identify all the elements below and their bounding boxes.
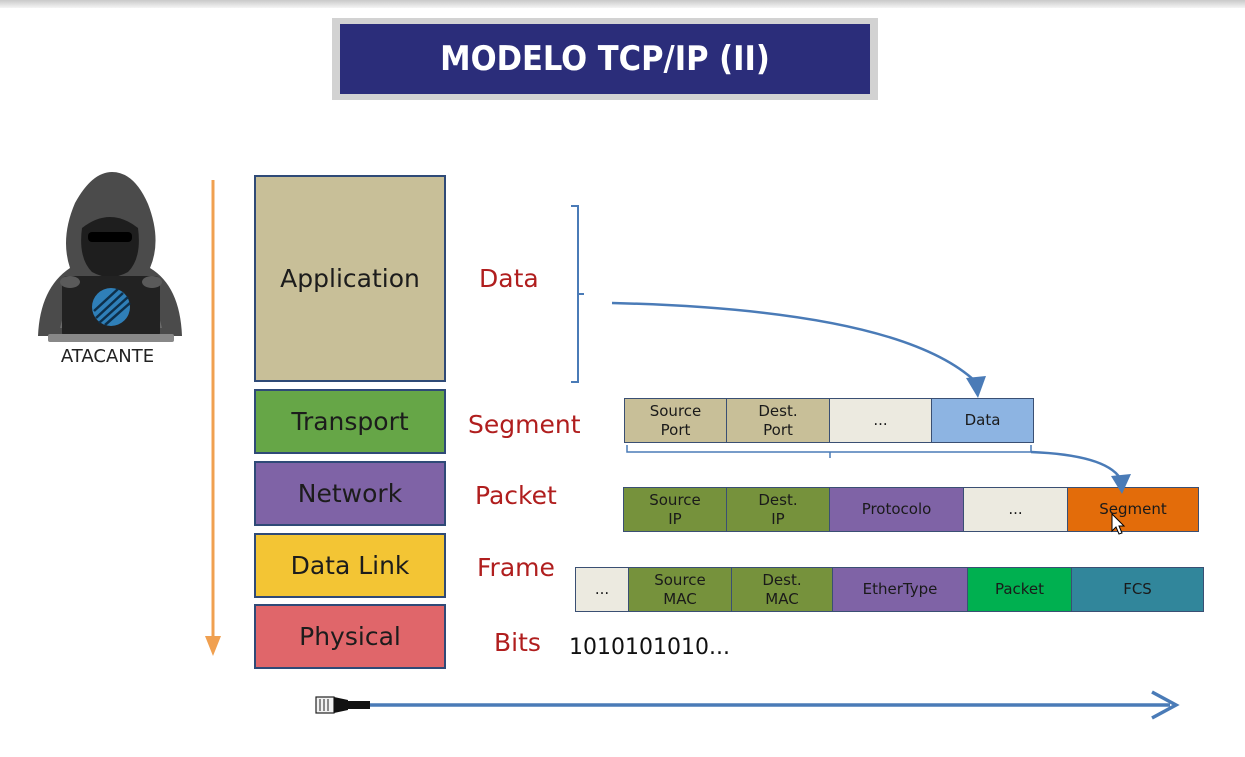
segment-data: Data	[931, 398, 1034, 443]
pdu-packet-label: Packet	[475, 481, 557, 510]
pdu-bits-label: Bits	[494, 628, 541, 657]
segment-field-label: Source Port	[649, 401, 702, 439]
atacante-label: ATACANTE	[60, 346, 155, 367]
layer-physical-label: Physical	[299, 622, 401, 651]
frame-dest-mac: Dest. MAC	[731, 567, 833, 612]
packet-field-label: Source IP	[649, 490, 701, 528]
segment-bracket	[626, 445, 1032, 458]
layer-data-link: Data Link	[254, 533, 446, 598]
layer-network: Network	[254, 461, 446, 526]
pdu-frame-label: Frame	[477, 553, 555, 582]
frame-field-label: Packet	[994, 580, 1045, 598]
packet-protocolo: Protocolo	[829, 487, 964, 532]
frame-ethertype: EtherType	[832, 567, 968, 612]
packet-field-label: Segment	[1099, 500, 1167, 518]
packet-field-label: ...	[1008, 500, 1023, 518]
frame-field-label: Source MAC	[654, 570, 706, 608]
down-arrow-head	[205, 636, 221, 656]
layer-physical: Physical	[254, 604, 446, 669]
segment-field-label: Data	[964, 411, 1001, 429]
frame-field-label: Dest. MAC	[762, 570, 802, 608]
layer-transport-label: Transport	[291, 407, 409, 436]
bottom-flow-arrow-head	[1151, 690, 1180, 720]
hacker-icon	[38, 172, 182, 342]
packet-field-label: Protocolo	[861, 500, 932, 518]
layer-transport: Transport	[254, 389, 446, 454]
frame-fcs: FCS	[1071, 567, 1204, 612]
segment-dest-port: Dest. Port	[726, 398, 830, 443]
packet-field-label: Dest. IP	[758, 490, 798, 528]
frame-field-label: FCS	[1123, 580, 1152, 598]
mouse-cursor-icon	[1111, 512, 1126, 535]
segment-to-packet-arrow-head	[1111, 474, 1131, 494]
top-gradient-bar	[0, 0, 1245, 8]
layer-network-label: Network	[297, 479, 403, 508]
segment-field-label: Dest. Port	[758, 401, 798, 439]
frame-ellipsis: ...	[575, 567, 629, 612]
pdu-segment-label: Segment	[468, 410, 581, 439]
frame-field-label: ...	[594, 580, 610, 598]
segment-field-label: ...	[873, 411, 888, 429]
layer-data-link-label: Data Link	[290, 551, 410, 580]
segment-source-port: Source Port	[624, 398, 727, 443]
packet-segment: Segment	[1067, 487, 1199, 532]
title-frame: MODELO TCP/IP (II)	[332, 18, 878, 100]
frame-field-label: EtherType	[862, 580, 938, 598]
frame-source-mac: Source MAC	[628, 567, 732, 612]
data-to-segment-arrow	[611, 301, 977, 383]
pdu-data-label: Data	[479, 264, 539, 293]
packet-source-ip: Source IP	[623, 487, 727, 532]
frame-packet: Packet	[967, 567, 1072, 612]
bits-value: 1010101010...	[569, 635, 730, 660]
ethernet-cable-icon	[315, 696, 370, 714]
title-banner: MODELO TCP/IP (II)	[340, 24, 870, 94]
layer-application-label: Application	[280, 264, 420, 293]
packet-dest-ip: Dest. IP	[726, 487, 830, 532]
layer-application: Application	[254, 175, 446, 382]
segment-to-packet-arrow	[1030, 450, 1122, 479]
data-bracket	[571, 205, 584, 383]
data-to-segment-arrow-head	[966, 376, 986, 398]
page-title: MODELO TCP/IP (II)	[440, 39, 770, 79]
